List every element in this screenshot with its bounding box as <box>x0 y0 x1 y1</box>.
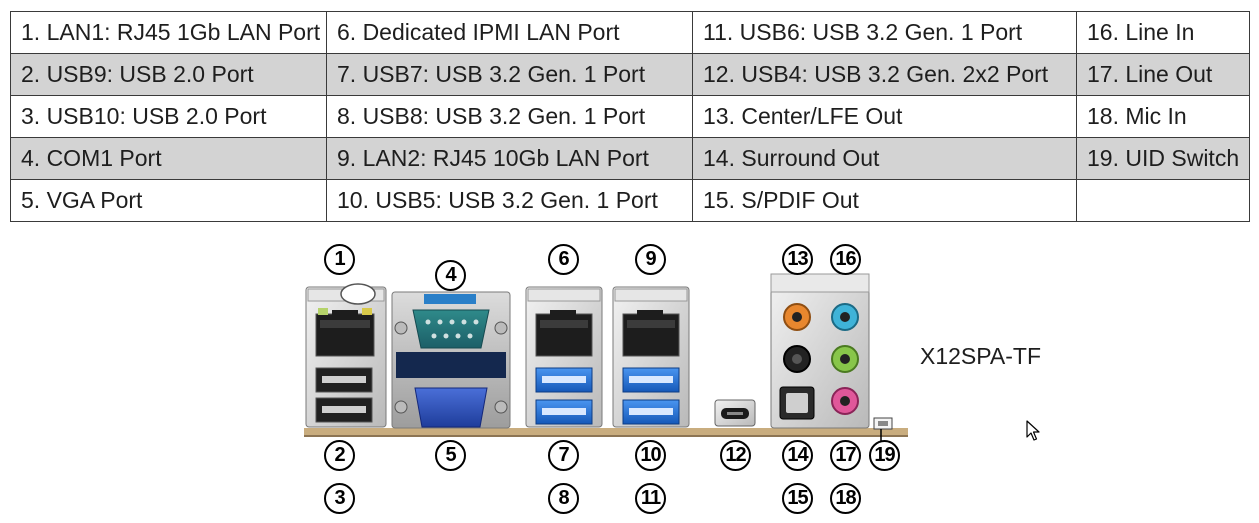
legend-cell: 12. USB4: USB 3.2 Gen. 2x2 Port <box>692 53 1077 96</box>
lan1-usb2-stack <box>305 283 387 428</box>
legend-cell: 4. COM1 Port <box>10 137 327 180</box>
legend-cell: 10. USB5: USB 3.2 Gen. 1 Port <box>326 179 693 222</box>
callout-4: 4 <box>435 260 466 291</box>
callout-11: 11 <box>635 483 666 514</box>
callout-19: 19 <box>869 440 900 471</box>
callout-6: 6 <box>548 244 579 275</box>
legend-cell: 18. Mic In <box>1076 95 1250 138</box>
legend-cell: 14. Surround Out <box>692 137 1077 180</box>
board-edge <box>304 428 908 436</box>
callout-13: 13 <box>782 244 813 275</box>
legend-cell: 16. Line In <box>1076 11 1250 54</box>
legend-cell: 5. VGA Port <box>10 179 327 222</box>
callout-15: 15 <box>782 483 813 514</box>
callout-10: 10 <box>635 440 666 471</box>
legend-cell: 9. LAN2: RJ45 10Gb LAN Port <box>326 137 693 180</box>
mouse-cursor-icon <box>1026 420 1040 441</box>
callout-9: 9 <box>635 244 666 275</box>
legend-cell <box>1076 179 1250 222</box>
legend-cell: 6. Dedicated IPMI LAN Port <box>326 11 693 54</box>
legend-cell: 8. USB8: USB 3.2 Gen. 1 Port <box>326 95 693 138</box>
legend-cell: 2. USB9: USB 2.0 Port <box>10 53 327 96</box>
legend-cell: 17. Line Out <box>1076 53 1250 96</box>
rear-io-illustration <box>304 273 908 443</box>
legend-cell: 7. USB7: USB 3.2 Gen. 1 Port <box>326 53 693 96</box>
callout-5: 5 <box>435 440 466 471</box>
callout-2: 2 <box>324 440 355 471</box>
legend-cell: 19. UID Switch <box>1076 137 1250 180</box>
callout-1: 1 <box>324 244 355 275</box>
legend-cell: 1. LAN1: RJ45 1Gb LAN Port <box>10 11 327 54</box>
rear-io-panel: 1 4 6 9 13 16 2 5 7 10 12 14 17 19 3 8 1… <box>0 222 1259 518</box>
com1-vga-stack <box>391 291 511 429</box>
uid-switch <box>873 417 893 430</box>
callout-3: 3 <box>324 483 355 514</box>
usb-c-port <box>714 399 756 427</box>
legend-cell: 13. Center/LFE Out <box>692 95 1077 138</box>
audio-stack <box>770 273 870 429</box>
legend-cell: 11. USB6: USB 3.2 Gen. 1 Port <box>692 11 1077 54</box>
callout-12: 12 <box>720 440 751 471</box>
callout-7: 7 <box>548 440 579 471</box>
callout-18: 18 <box>830 483 861 514</box>
callout-17: 17 <box>830 440 861 471</box>
legend-cell: 3. USB10: USB 2.0 Port <box>10 95 327 138</box>
ipmi-lan-usb3-stack <box>525 286 603 428</box>
callout-8: 8 <box>548 483 579 514</box>
callout-16: 16 <box>830 244 861 275</box>
callout-14: 14 <box>782 440 813 471</box>
legend-cell: 15. S/PDIF Out <box>692 179 1077 222</box>
lan2-usb3-stack <box>612 286 690 428</box>
model-name: X12SPA-TF <box>920 343 1041 369</box>
